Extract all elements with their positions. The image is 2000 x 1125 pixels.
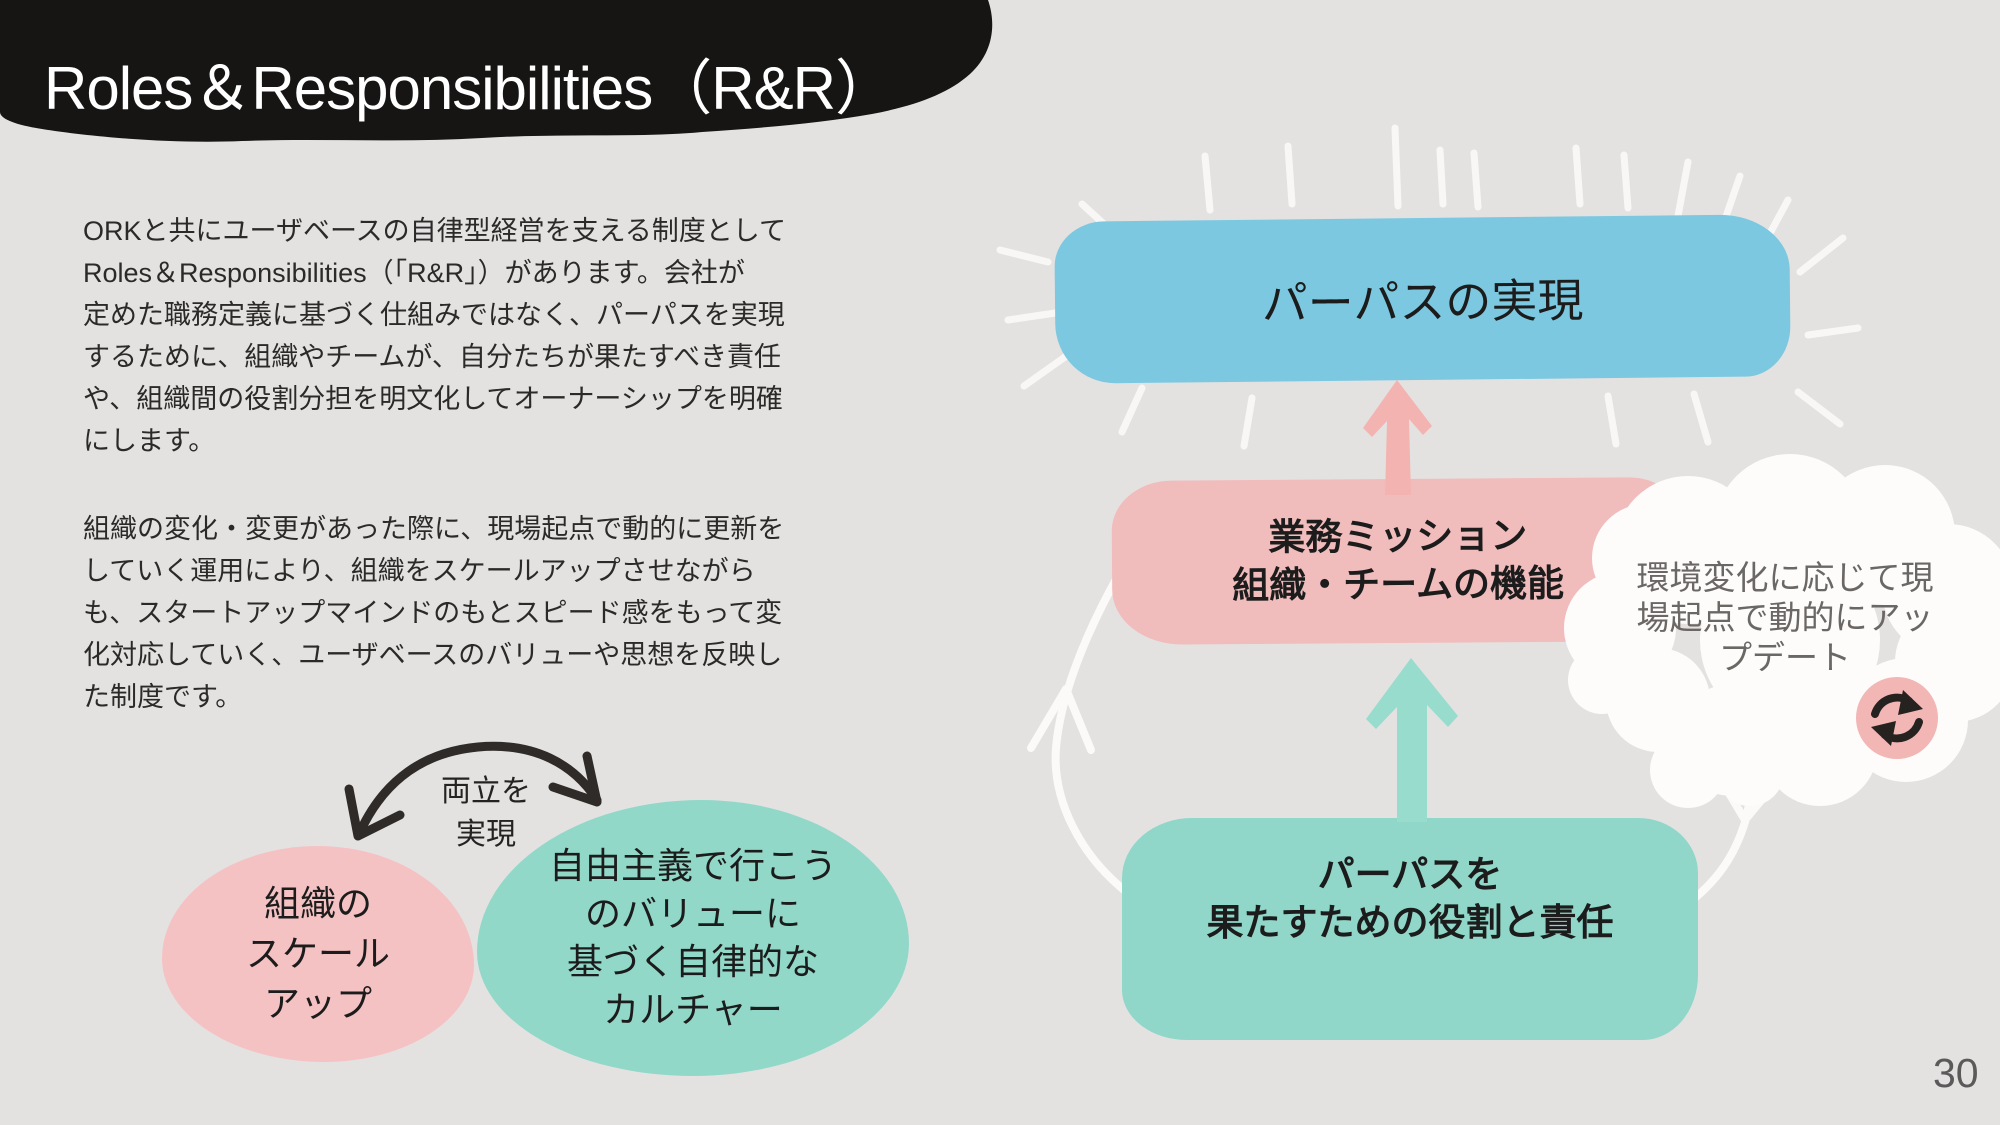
intro-paragraph-2: 組織の変化・変更があった際に、現場起点で動的に更新を していく運用により、組織を… (83, 514, 785, 712)
teal-up-arrow-icon (1366, 658, 1458, 822)
scale-up-blob: 組織の スケール アップ (162, 846, 474, 1062)
roles-blob: パーパスを 果たすための役割と責任 (1122, 818, 1698, 1040)
culture-blob: 自由主義で行こう のバリューに 基づく自律的な カルチャー (477, 800, 909, 1076)
cloud-note: 環境変化に応じて現 場起点で動的にアッ プデート (1636, 559, 1934, 676)
intro-paragraph-1: ORKと共にユーザベースの自律型経営を支える制度として Roles＆Respon… (83, 216, 786, 456)
balance-arrow-label: 両立を 実現 (441, 775, 531, 851)
pink-up-arrow-icon (1363, 380, 1432, 495)
refresh-icon (1856, 677, 1938, 759)
mission-blob: 業務ミッション 組織・チームの機能 (1111, 477, 1685, 645)
page-title: Roles＆Responsibilities（R&R） (44, 55, 895, 122)
page-number: 30 (1933, 1050, 1979, 1096)
purpose-blob: パーパスの実現 (1054, 214, 1791, 384)
